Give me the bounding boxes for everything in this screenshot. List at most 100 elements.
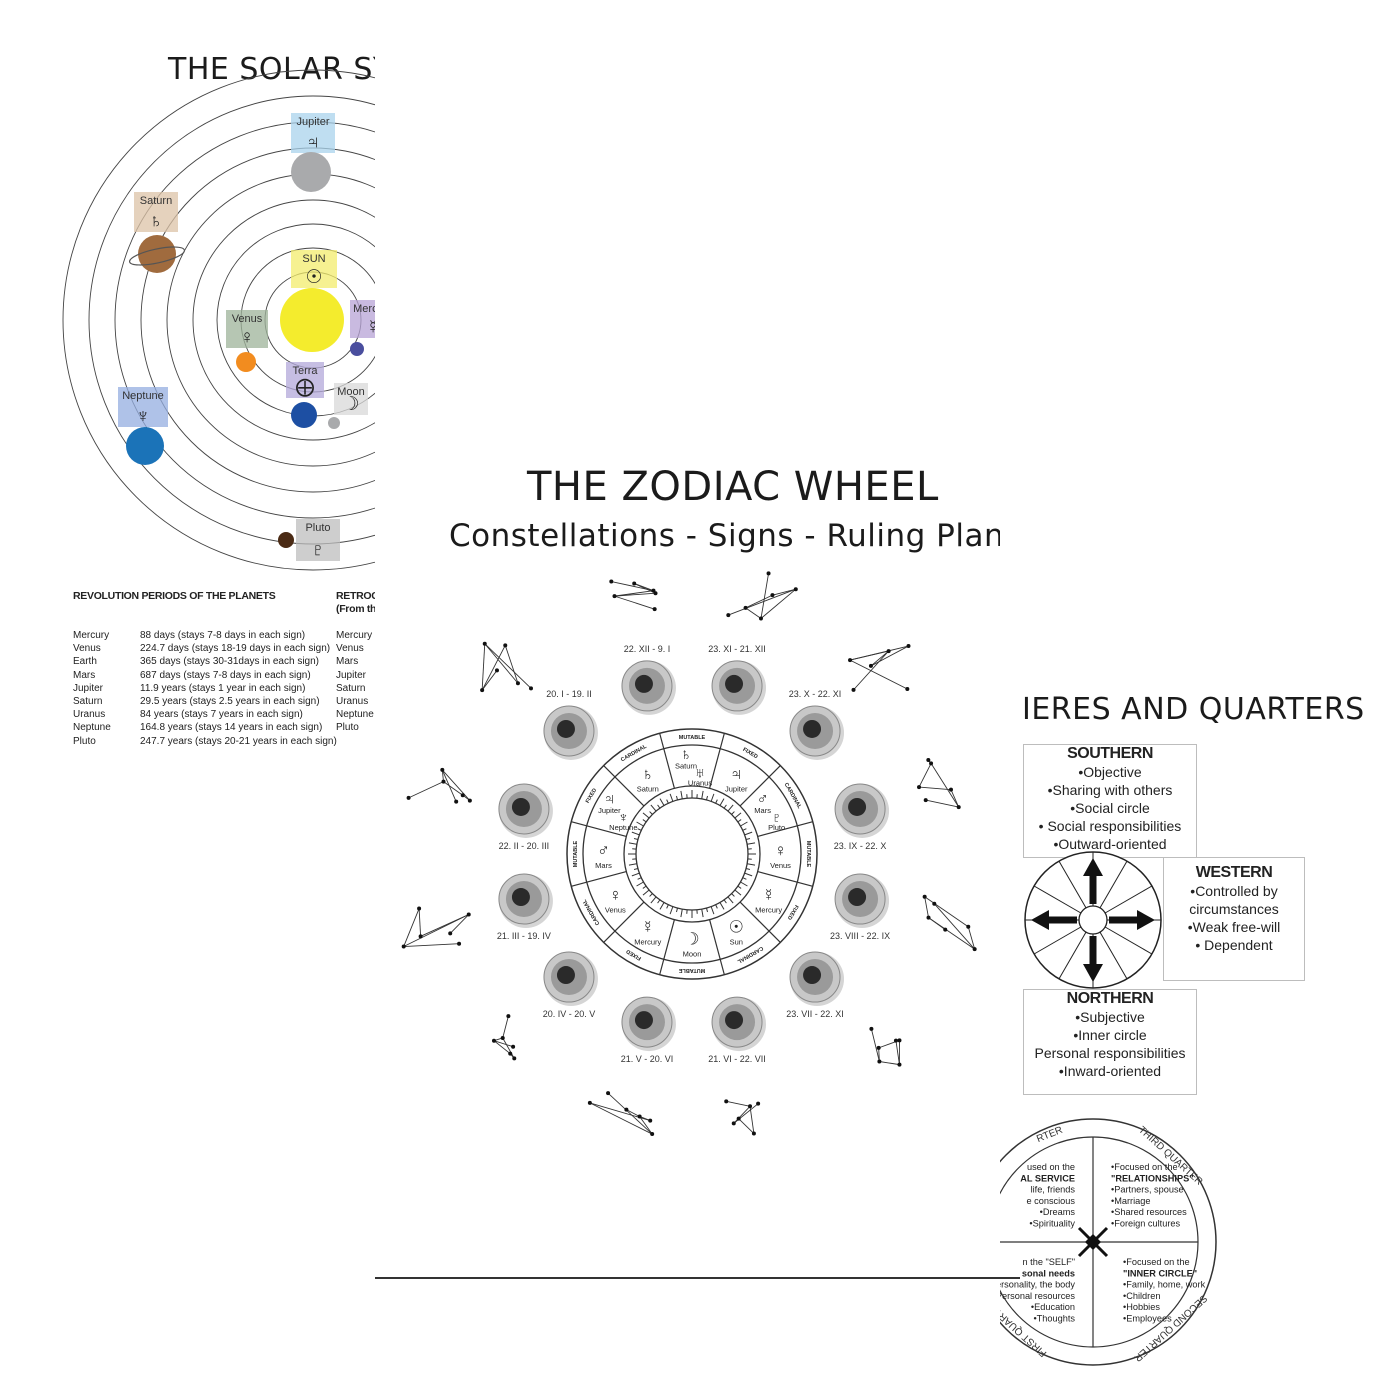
sector-divider [739,765,781,807]
constellation-line [484,643,532,689]
sector-divider [571,821,627,837]
planet-name: Saturn [140,195,172,207]
northern-line: •Inward-oriented [1058,1063,1162,1079]
zodiac-sector: ☉Sun [729,918,744,947]
star-icon [457,941,462,946]
orbit-ring [62,69,375,571]
quarter-text-third: •Partners, spouse [1111,1185,1184,1195]
first-quarter-label: FIRST QUARTER [1000,1297,1049,1359]
star-icon [851,687,856,692]
zodiac-medallion: 20. I - 19. II [543,689,598,760]
planet-label: Saturn ♄ [134,192,178,232]
degree-tick [666,799,669,804]
degree-tick [710,793,715,802]
planet-symbol-icon: ♄ [149,211,163,232]
ruling-planet-icon: ♂ [597,841,610,860]
degree-tick [701,790,704,799]
star-icon [756,1101,761,1106]
constellation-icon [406,767,472,804]
star-icon [454,799,459,804]
star-icon [766,571,771,576]
degree-tick [642,885,647,889]
compass-spoke [1058,860,1087,909]
planet-label-box [118,387,168,427]
star-icon [743,605,748,610]
constellation-line [493,1040,511,1055]
degree-tick [628,863,637,866]
star-icon [972,947,977,952]
star-icon [503,643,508,648]
planet-label: Neptune♆ [118,387,168,427]
medallion-date: 23. XI - 21. XII [708,644,766,654]
ruling-planet-name: Mercury [755,905,782,914]
medallion-date: 23. X - 22. XI [789,689,842,699]
zodiac-figure-icon [725,1011,744,1030]
compass-hub [1078,905,1108,935]
star-icon [917,785,922,790]
solar-system-diagram: SUN☉Mercury☿Venus♀Terra⨁Mars♂Jupiter♃Sat… [62,69,375,571]
constellation-line [481,670,498,691]
constellation-line [760,573,769,619]
quarter-text-third: •Marriage [1111,1196,1150,1206]
ruling-planet-name: Mars [754,806,771,815]
revolution-planet: Mercury [73,630,110,641]
ruling-planet-name: Moon [683,950,702,959]
degree-tick [715,904,718,909]
northern-line: Personal responsibilities [1034,1045,1186,1061]
retrograde-planet: Mercury [336,630,373,641]
star-icon [886,649,891,654]
constellation-line [967,926,976,950]
ruling-planet-icon: ♃ [603,791,615,808]
zodiac-sector: ♀Venus [770,841,791,870]
star-icon [793,587,798,592]
sector-divider [757,821,813,837]
constellation-line [849,659,908,690]
revolution-period: 365 days (stays 30-31days in each sign) [140,656,319,668]
star-icon [466,912,471,917]
constellation-line [930,763,960,808]
degree-tick [642,812,650,819]
ruling-planet-icon: ☉ [729,918,744,937]
degree-tick [744,872,753,877]
constellation-line [733,1105,751,1124]
star-icon [418,934,423,939]
modality-label: MUTABLE [573,840,579,867]
zodiac-sector: ♃Jupiter [725,764,748,793]
degree-tick [719,902,725,910]
constellation-line [950,789,960,808]
constellation-line [614,590,654,597]
direction-arrow-icon [1083,858,1103,876]
star-icon [966,924,971,929]
star-icon [897,1038,902,1043]
ruling-planet-name: Pluto [768,823,785,832]
degree-tick [675,795,678,801]
sector-divider [659,919,675,975]
degree-tick [715,799,718,804]
constellation-line [749,1106,755,1134]
retrograde-planet: Jupiter [336,669,367,681]
sector-divider [603,901,645,943]
star-icon [652,607,657,612]
quarter-text-first: •Education [1031,1302,1075,1312]
planet-label-box [286,362,324,398]
planet-symbol-icon: ♃ [306,132,320,153]
solar-system-page: THE SOLAR SYSTEM SUN☉Mercury☿Venus♀Terra… [0,0,375,800]
planet-name: Moon [337,386,365,398]
degree-tick [650,896,657,904]
zodiac-medallion: 23. X - 22. XI [789,689,845,760]
revolution-period: 84 years (stays 7 years in each sign) [140,709,303,721]
star-icon [923,798,928,803]
degree-tick [633,868,639,871]
revolution-planet: Saturn [73,696,103,707]
degree-tick [675,907,678,913]
star-icon [612,594,617,599]
constellation-line [726,1100,751,1107]
degree-tick [745,868,751,871]
ruling-planet-name: Venus [605,905,626,914]
star-icon [905,687,910,692]
star-icon [956,805,961,810]
star-icon [494,668,499,673]
ruling-planet-icon: ♀ [774,841,787,860]
quarter-text-second: •Focused on the [1123,1257,1190,1267]
star-icon [926,915,931,920]
